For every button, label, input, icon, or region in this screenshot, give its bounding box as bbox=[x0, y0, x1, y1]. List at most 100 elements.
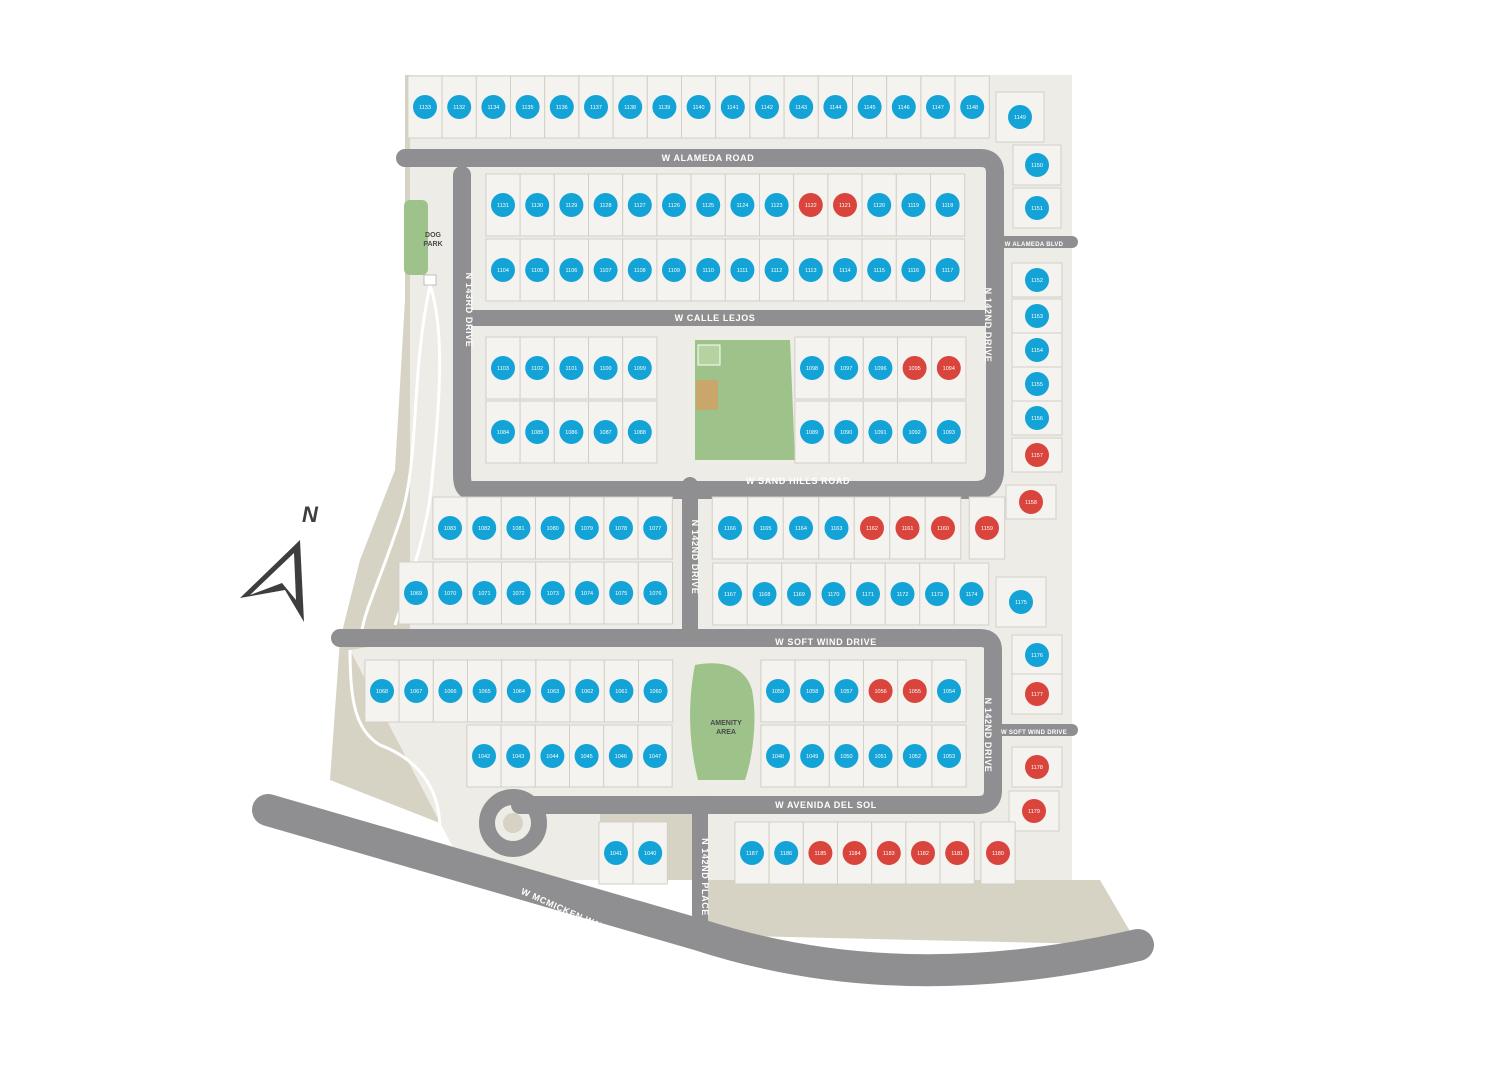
lot-1078[interactable]: 1078 bbox=[603, 496, 639, 560]
lot-1093[interactable]: 1093 bbox=[931, 400, 967, 464]
lot-1083[interactable]: 1083 bbox=[432, 496, 468, 560]
lot-1043[interactable]: 1043 bbox=[500, 724, 536, 788]
lot-1065[interactable]: 1065 bbox=[467, 659, 503, 723]
lot-1047[interactable]: 1047 bbox=[637, 724, 673, 788]
lot-1149[interactable]: 1149 bbox=[995, 91, 1045, 143]
lot-1164[interactable]: 1164 bbox=[782, 496, 820, 560]
lot-1045[interactable]: 1045 bbox=[569, 724, 605, 788]
lot-1176[interactable]: 1176 bbox=[1011, 634, 1063, 676]
lot-1089[interactable]: 1089 bbox=[794, 400, 830, 464]
lot-1101[interactable]: 1101 bbox=[553, 336, 589, 400]
lot-1066[interactable]: 1066 bbox=[432, 659, 468, 723]
lot-1057[interactable]: 1057 bbox=[828, 659, 864, 723]
lot-1061[interactable]: 1061 bbox=[603, 659, 639, 723]
lot-1154[interactable]: 1154 bbox=[1011, 332, 1063, 368]
lot-1178[interactable]: 1178 bbox=[1011, 746, 1063, 788]
lot-1143[interactable]: 1143 bbox=[783, 75, 819, 139]
lot-1042[interactable]: 1042 bbox=[466, 724, 502, 788]
lot-1104[interactable]: 1104 bbox=[485, 238, 521, 302]
lot-1058[interactable]: 1058 bbox=[794, 659, 830, 723]
lot-1053[interactable]: 1053 bbox=[931, 724, 967, 788]
lot-1145[interactable]: 1145 bbox=[852, 75, 888, 139]
lot-1113[interactable]: 1113 bbox=[793, 238, 829, 302]
lot-1062[interactable]: 1062 bbox=[569, 659, 605, 723]
lot-1181[interactable]: 1181 bbox=[939, 821, 975, 885]
lot-1152[interactable]: 1152 bbox=[1011, 262, 1063, 298]
lot-1105[interactable]: 1105 bbox=[519, 238, 555, 302]
lot-1063[interactable]: 1063 bbox=[535, 659, 571, 723]
lot-1107[interactable]: 1107 bbox=[588, 238, 624, 302]
lot-1139[interactable]: 1139 bbox=[646, 75, 682, 139]
lot-1100[interactable]: 1100 bbox=[588, 336, 624, 400]
lot-1103[interactable]: 1103 bbox=[485, 336, 521, 400]
lot-1106[interactable]: 1106 bbox=[553, 238, 589, 302]
lot-1151[interactable]: 1151 bbox=[1012, 187, 1062, 229]
lot-1079[interactable]: 1079 bbox=[569, 496, 605, 560]
lot-1060[interactable]: 1060 bbox=[638, 659, 674, 723]
lot-1091[interactable]: 1091 bbox=[862, 400, 898, 464]
lot-1108[interactable]: 1108 bbox=[622, 238, 658, 302]
lot-1109[interactable]: 1109 bbox=[656, 238, 692, 302]
lot-1153[interactable]: 1153 bbox=[1011, 298, 1063, 334]
lot-1182[interactable]: 1182 bbox=[905, 821, 941, 885]
lot-1046[interactable]: 1046 bbox=[603, 724, 639, 788]
lot-1055[interactable]: 1055 bbox=[897, 659, 933, 723]
lot-1054[interactable]: 1054 bbox=[931, 659, 967, 723]
lot-1185[interactable]: 1185 bbox=[802, 821, 838, 885]
lot-1122[interactable]: 1122 bbox=[793, 173, 829, 237]
lot-1117[interactable]: 1117 bbox=[930, 238, 966, 302]
lot-1098[interactable]: 1098 bbox=[794, 336, 830, 400]
lot-1073[interactable]: 1073 bbox=[535, 561, 571, 625]
lot-1082[interactable]: 1082 bbox=[466, 496, 502, 560]
lot-1116[interactable]: 1116 bbox=[895, 238, 931, 302]
lot-1068[interactable]: 1068 bbox=[364, 659, 400, 723]
lot-1186[interactable]: 1186 bbox=[768, 821, 804, 885]
lot-1111[interactable]: 1111 bbox=[724, 238, 760, 302]
lot-1071[interactable]: 1071 bbox=[466, 561, 502, 625]
lot-1120[interactable]: 1120 bbox=[861, 173, 897, 237]
lot-1040[interactable]: 1040 bbox=[632, 821, 668, 885]
lot-1096[interactable]: 1096 bbox=[862, 336, 898, 400]
lot-1121[interactable]: 1121 bbox=[827, 173, 863, 237]
lot-1048[interactable]: 1048 bbox=[760, 724, 796, 788]
lot-1131[interactable]: 1131 bbox=[485, 173, 521, 237]
lot-1110[interactable]: 1110 bbox=[690, 238, 726, 302]
lot-1158[interactable]: 1158 bbox=[1005, 484, 1057, 520]
lot-1179[interactable]: 1179 bbox=[1008, 790, 1060, 832]
lot-1124[interactable]: 1124 bbox=[724, 173, 760, 237]
lot-1127[interactable]: 1127 bbox=[622, 173, 658, 237]
lot-1165[interactable]: 1165 bbox=[747, 496, 784, 560]
lot-1172[interactable]: 1172 bbox=[884, 562, 921, 626]
dog-park[interactable] bbox=[404, 200, 428, 275]
lot-1150[interactable]: 1150 bbox=[1012, 144, 1062, 186]
lot-1132[interactable]: 1132 bbox=[441, 75, 477, 139]
amenity-area-park[interactable] bbox=[690, 663, 755, 780]
lot-1169[interactable]: 1169 bbox=[781, 562, 817, 626]
lot-1129[interactable]: 1129 bbox=[553, 173, 589, 237]
lot-1167[interactable]: 1167 bbox=[712, 562, 748, 626]
lot-1138[interactable]: 1138 bbox=[612, 75, 648, 139]
lot-1156[interactable]: 1156 bbox=[1011, 400, 1063, 436]
lot-1112[interactable]: 1112 bbox=[759, 238, 795, 302]
lot-1086[interactable]: 1086 bbox=[553, 400, 589, 464]
lot-1123[interactable]: 1123 bbox=[759, 173, 795, 237]
lot-1080[interactable]: 1080 bbox=[535, 496, 571, 560]
lot-1051[interactable]: 1051 bbox=[863, 724, 899, 788]
lot-1114[interactable]: 1114 bbox=[827, 238, 863, 302]
lot-1174[interactable]: 1174 bbox=[953, 562, 990, 626]
lot-1076[interactable]: 1076 bbox=[637, 561, 673, 625]
lot-1168[interactable]: 1168 bbox=[746, 562, 783, 626]
lot-1067[interactable]: 1067 bbox=[398, 659, 434, 723]
lot-1166[interactable]: 1166 bbox=[711, 496, 749, 560]
lot-1090[interactable]: 1090 bbox=[828, 400, 864, 464]
lot-1075[interactable]: 1075 bbox=[603, 561, 639, 625]
lot-1171[interactable]: 1171 bbox=[850, 562, 886, 626]
lot-1175[interactable]: 1175 bbox=[995, 576, 1047, 628]
lot-1085[interactable]: 1085 bbox=[519, 400, 555, 464]
lot-1094[interactable]: 1094 bbox=[931, 336, 967, 400]
lot-1147[interactable]: 1147 bbox=[920, 75, 956, 139]
lot-1092[interactable]: 1092 bbox=[897, 400, 933, 464]
lot-1146[interactable]: 1146 bbox=[886, 75, 922, 139]
lot-1140[interactable]: 1140 bbox=[681, 75, 717, 139]
lot-1137[interactable]: 1137 bbox=[578, 75, 614, 139]
